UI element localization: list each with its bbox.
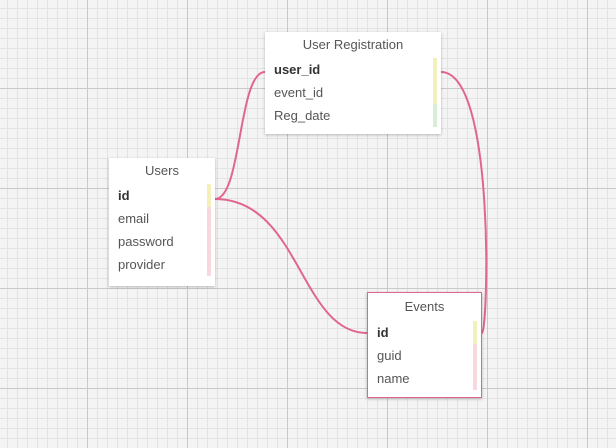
key-marker (433, 81, 437, 104)
field-row-id[interactable]: id (109, 184, 215, 207)
table-title[interactable]: User Registration (302, 37, 404, 52)
field-name: email (118, 211, 150, 226)
field-row-id[interactable]: id (368, 321, 481, 344)
date-marker (433, 104, 437, 127)
key-marker (473, 321, 477, 344)
field-row-email[interactable]: email (109, 207, 215, 230)
field-row-guid[interactable]: guid (368, 344, 481, 367)
field-marker (207, 230, 211, 253)
field-marker (473, 344, 477, 367)
field-name: guid (377, 348, 402, 363)
field-name: provider (118, 257, 165, 272)
field-list: id guid name (368, 321, 481, 390)
field-marker (473, 367, 477, 390)
field-row-user-id[interactable]: user_id (265, 58, 441, 81)
table-events[interactable]: Events id guid name (367, 292, 482, 398)
field-row-name[interactable]: name (368, 367, 481, 390)
field-name: user_id (274, 62, 321, 77)
key-marker (433, 58, 437, 81)
table-title[interactable]: Users (145, 163, 179, 178)
field-list: id email password provider (109, 184, 215, 276)
field-marker (207, 207, 211, 230)
table-title[interactable]: Events (404, 299, 445, 314)
key-marker (207, 184, 211, 207)
field-row-password[interactable]: password (109, 230, 215, 253)
field-name: Reg_date (274, 108, 331, 123)
field-name: id (377, 325, 389, 340)
connector-users-id-to-user-registration-user-id[interactable] (214, 71, 266, 200)
field-row-provider[interactable]: provider (109, 253, 215, 276)
table-user-registration[interactable]: User Registration user_id event_id Reg_d… (265, 32, 441, 134)
table-users[interactable]: Users id email password provider (109, 158, 215, 286)
field-name: password (118, 234, 174, 249)
field-name: id (118, 188, 130, 203)
field-name: name (377, 371, 410, 386)
field-list: user_id event_id Reg_date (265, 58, 441, 127)
connector-users-id-to-events-id[interactable] (214, 198, 368, 334)
field-name: event_id (274, 85, 324, 100)
field-row-reg-date[interactable]: Reg_date (265, 104, 441, 127)
field-marker (207, 253, 211, 276)
field-row-event-id[interactable]: event_id (265, 81, 441, 104)
